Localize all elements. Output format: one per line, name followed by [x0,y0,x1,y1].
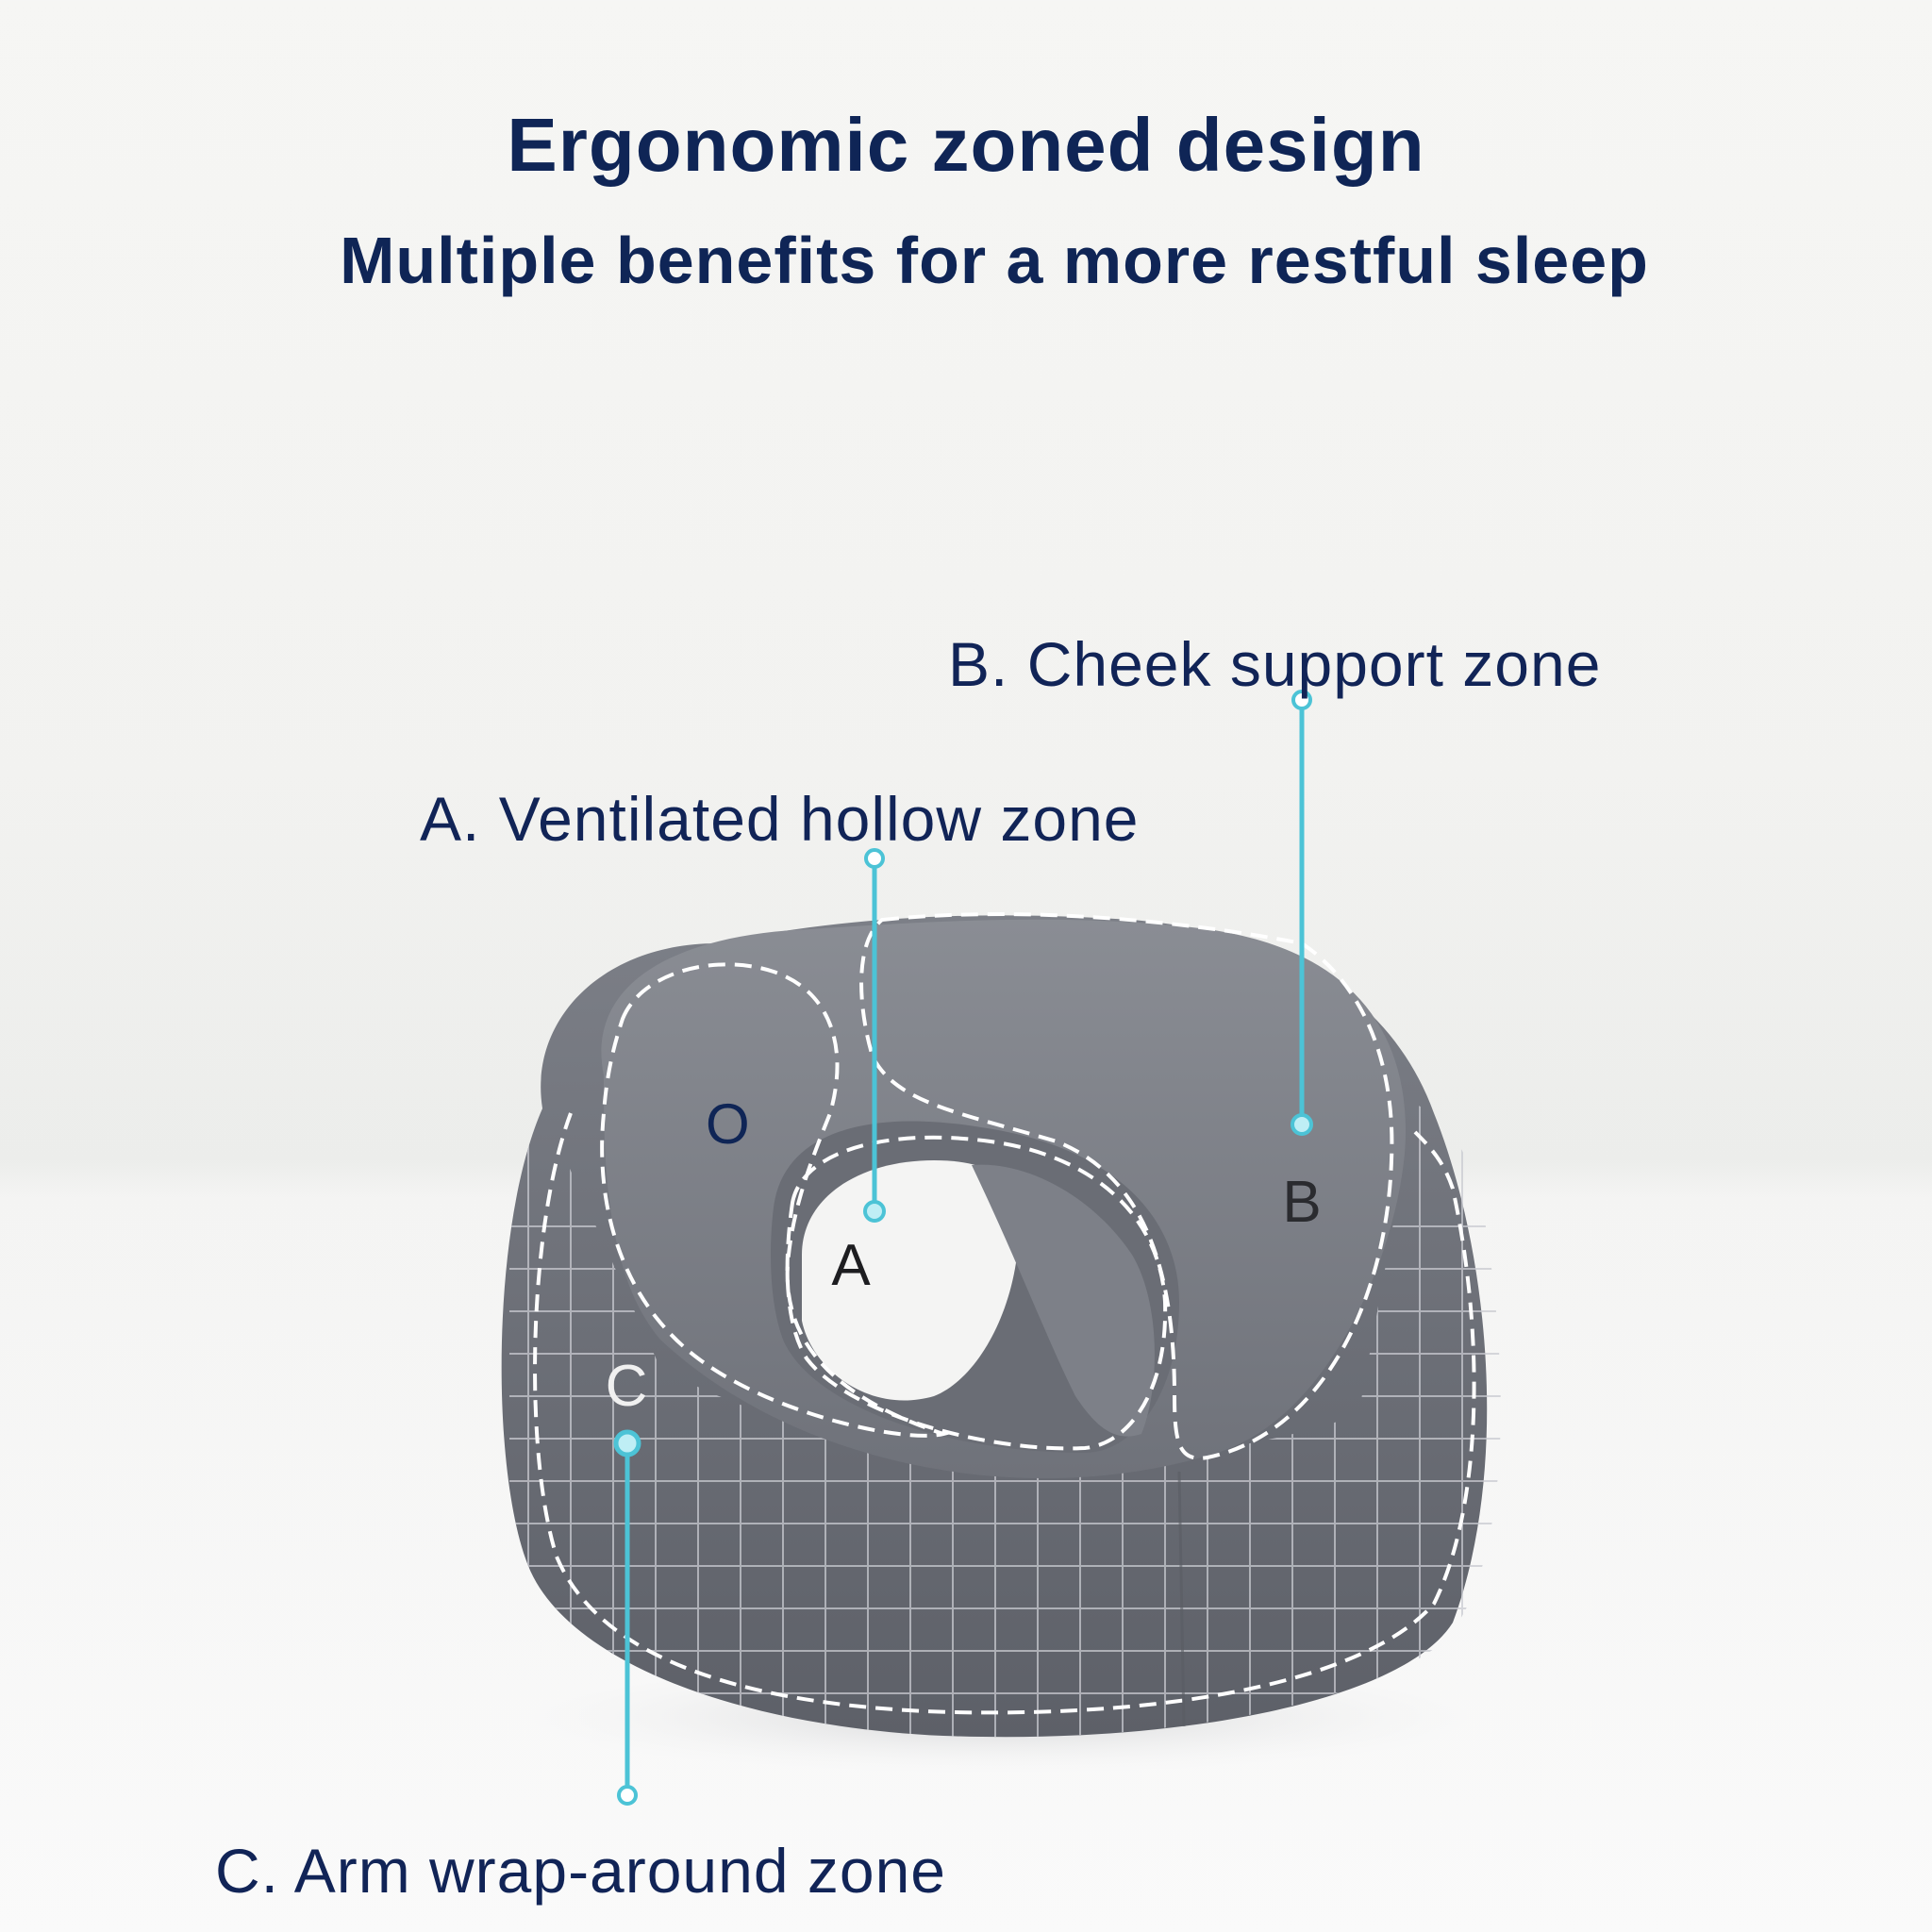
callout-b-end-dot [1291,1113,1313,1136]
arm-wrap-zone-label: C. Arm wrap-around zone [215,1836,947,1906]
cheek-support-zone-label: B. Cheek support zone [948,629,1602,699]
zone-marker-c: C [606,1354,648,1419]
zone-marker-b: B [1282,1170,1321,1235]
callout-a-top-dot [864,848,885,869]
callout-c [613,1429,641,1806]
callout-b-top-dot [1291,690,1312,710]
hollow-inner-wall [972,1164,1155,1437]
stitching [533,912,1476,1715]
callout-a-end-dot [863,1200,886,1223]
zone-marker-o: O [706,1092,750,1156]
callout-a [863,848,886,1223]
ventilated-hollow-zone-label: A. Ventilated hollow zone [420,784,1140,854]
page-title: Ergonomic zoned design [507,103,1425,187]
callout-b [1291,690,1313,1136]
ventilated-hollow [802,1160,1019,1401]
callout-c-end-dot [617,1785,638,1806]
callout-c-top-dot [613,1429,641,1457]
side-seam [1177,1471,1186,1727]
page-subtitle: Multiple benefits for a more restful sle… [340,224,1649,297]
zone-marker-a: A [831,1233,871,1298]
